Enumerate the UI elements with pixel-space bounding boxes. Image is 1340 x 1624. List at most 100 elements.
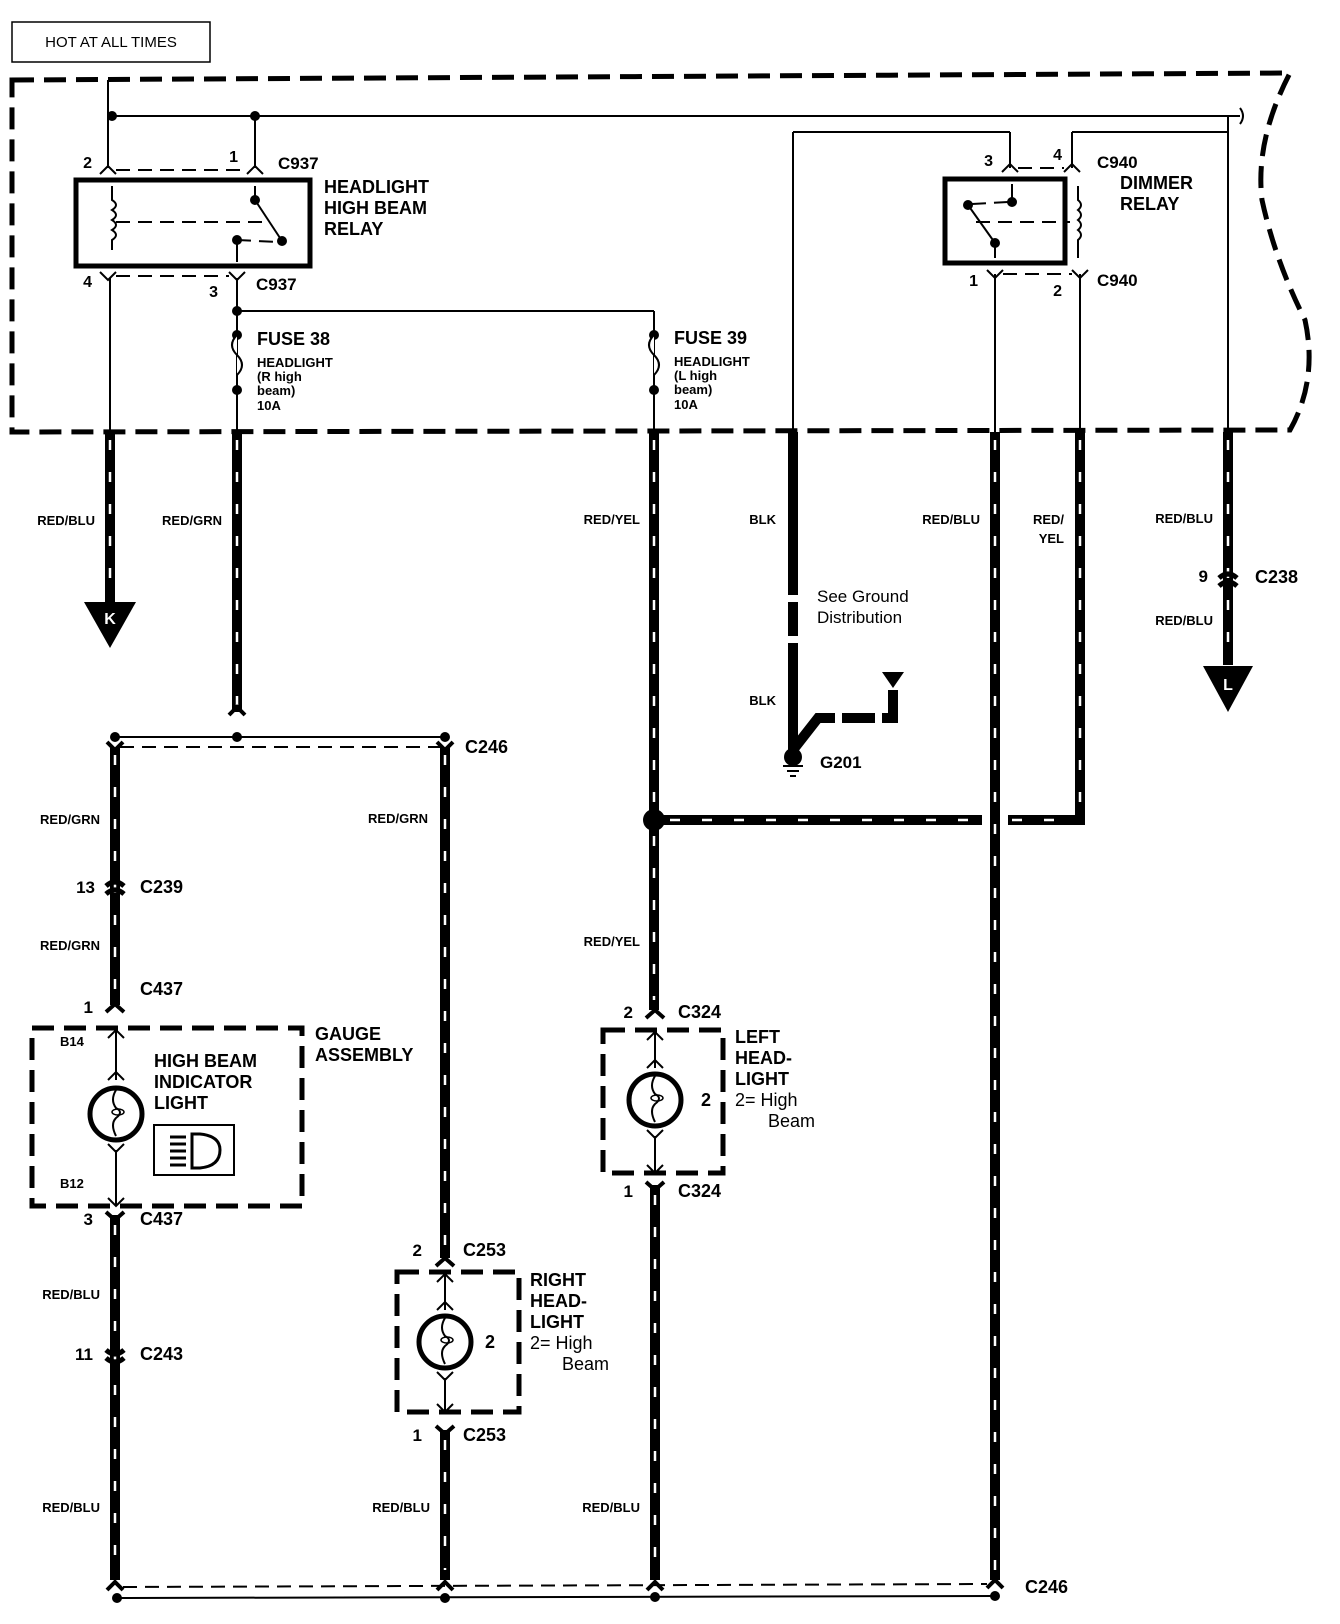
connector-label: C246 <box>465 737 508 757</box>
off-page-connector-k[interactable]: K <box>84 602 136 648</box>
ground-ref-arrow-icon <box>882 672 904 688</box>
pin-1-terminal <box>986 269 1004 280</box>
relay-name-line: HIGH BEAM <box>324 198 427 218</box>
right-headlight: 2 C253 2 RIGHT HEAD- LIGHT 2= High Beam … <box>394 1240 609 1445</box>
power-source-box <box>11 21 211 63</box>
connector-label: C937 <box>256 275 297 294</box>
connector-c238: 9 C238 <box>1199 567 1298 588</box>
pin-label: 2 <box>83 155 92 172</box>
component-name-line: LIGHT <box>154 1093 208 1113</box>
relay-coil-icon <box>110 186 117 250</box>
splice-point <box>643 809 665 831</box>
connector-label: C940 <box>1097 153 1138 172</box>
right-headlight-outline <box>394 1269 522 1415</box>
fuse-desc: (R high <box>257 369 302 384</box>
wire-color-label: YEL <box>1039 531 1064 546</box>
filament-legend: 2= High <box>530 1333 593 1353</box>
pin-2-terminal <box>99 164 117 175</box>
ground-note: See Ground <box>817 587 909 606</box>
wire-color-label: RED/BLU <box>372 1500 430 1515</box>
connector-c253-top <box>434 1255 456 1268</box>
pin-label: 4 <box>83 274 92 291</box>
connector-c243: 11 C243 <box>75 1344 183 1365</box>
filament-legend: Beam <box>768 1111 815 1131</box>
wire-color-label: RED/BLU <box>1155 511 1213 526</box>
left-headlight-outline <box>600 1027 726 1176</box>
pin-label: 9 <box>1199 567 1208 586</box>
connector-label: C253 <box>463 1425 506 1445</box>
connector-c437-bottom: 3 C437 <box>84 1209 184 1229</box>
wire-color-label: RED/GRN <box>40 812 100 827</box>
pin-3-terminal <box>1001 162 1019 173</box>
component-name-line: RIGHT <box>530 1270 586 1290</box>
fuse-39: FUSE 39 HEADLIGHT (L high beam) 10A <box>648 328 750 412</box>
fuse-desc: HEADLIGHT <box>674 354 750 369</box>
pin-label: 13 <box>76 878 95 897</box>
wire-color-label: RED/YEL <box>584 512 640 527</box>
pin-label: 4 <box>1053 147 1062 164</box>
fuse-title: FUSE 39 <box>674 328 747 348</box>
connector-label: C437 <box>140 979 183 999</box>
pin-label: 2 <box>624 1003 633 1022</box>
fuse-relay-box-outline <box>9 70 1312 435</box>
connector-c324-bottom <box>644 1180 666 1193</box>
component-name-line: HEAD- <box>735 1048 792 1068</box>
filament-legend: 2= High <box>735 1090 798 1110</box>
fuse-desc: HEADLIGHT <box>257 355 333 370</box>
wire-color-label: RED/BLU <box>42 1287 100 1302</box>
filament-label: 2 <box>485 1332 495 1352</box>
fuse-desc: beam) <box>674 382 712 397</box>
connector-label: C324 <box>678 1181 721 1201</box>
wire-color-label: BLK <box>749 693 776 708</box>
off-page-arrow-icon <box>1203 666 1253 712</box>
pin-1-terminal <box>246 164 264 175</box>
component-name-line: ASSEMBLY <box>315 1045 413 1065</box>
connector-label: C253 <box>463 1240 506 1260</box>
pin-label: 2 <box>413 1241 422 1260</box>
pin-4-terminal <box>99 271 117 282</box>
connector-label: C937 <box>278 154 319 173</box>
wire-color-labels: RED/BLU RED/GRN RED/YEL BLK BLK RED/BLU … <box>37 511 1213 1515</box>
relay-name-line: HEADLIGHT <box>324 177 429 197</box>
component-name-line: HIGH BEAM <box>154 1051 257 1071</box>
relay-body <box>73 177 313 269</box>
headlamp-symbol-icon <box>170 1132 222 1170</box>
pin-label: 11 <box>75 1345 93 1364</box>
fuse-desc: beam) <box>257 383 295 398</box>
bulb-icon <box>87 1085 145 1143</box>
wire-color-label: RED/YEL <box>584 934 640 949</box>
wire-color-label: RED/BLU <box>582 1500 640 1515</box>
connector-c324-top <box>644 1007 666 1020</box>
relay-name-line: RELAY <box>1120 194 1179 214</box>
component-name-line: LIGHT <box>530 1312 584 1332</box>
wire-color-label: RED/BLU <box>1155 613 1213 628</box>
connector-label: C243 <box>140 1344 183 1364</box>
component-name-line: HEAD- <box>530 1291 587 1311</box>
wire-color-label: RED/GRN <box>368 811 428 826</box>
gauge-assembly-outline <box>29 1025 305 1209</box>
headlight-bulb-icon <box>626 1071 684 1129</box>
wire-color-label: BLK <box>749 512 776 527</box>
ground-id: G201 <box>820 753 862 772</box>
pin-label: 3 <box>84 1210 93 1229</box>
component-name-line: LIGHT <box>735 1069 789 1089</box>
power-source-label: HOT AT ALL TIMES <box>45 34 177 51</box>
headlight-high-beam-relay: 2 1 C937 4 3 C937 HEADLIGHT HIGH BEAM RE… <box>73 149 429 301</box>
off-page-connector-l[interactable]: L <box>1203 666 1253 712</box>
connector-c437-top: 1 C437 <box>84 979 184 1017</box>
connector-label: C238 <box>1255 567 1298 587</box>
component-name-line: GAUGE <box>315 1024 381 1044</box>
fuse-desc: 10A <box>257 398 281 413</box>
connector-label: C324 <box>678 1002 721 1022</box>
connector-c246-top: C246 <box>105 704 508 757</box>
pin-label: 1 <box>229 149 238 166</box>
wire-color-label: RED/GRN <box>162 513 222 528</box>
pin-label: 2 <box>1053 283 1062 300</box>
filament-label: 2 <box>701 1090 711 1110</box>
pin-label: B14 <box>60 1034 85 1049</box>
pin-2-terminal <box>1071 269 1089 280</box>
pin-label: 1 <box>84 998 93 1017</box>
internal-wiring <box>107 80 1244 432</box>
pin-label: 3 <box>209 284 218 301</box>
pin-label: 1 <box>413 1426 422 1445</box>
